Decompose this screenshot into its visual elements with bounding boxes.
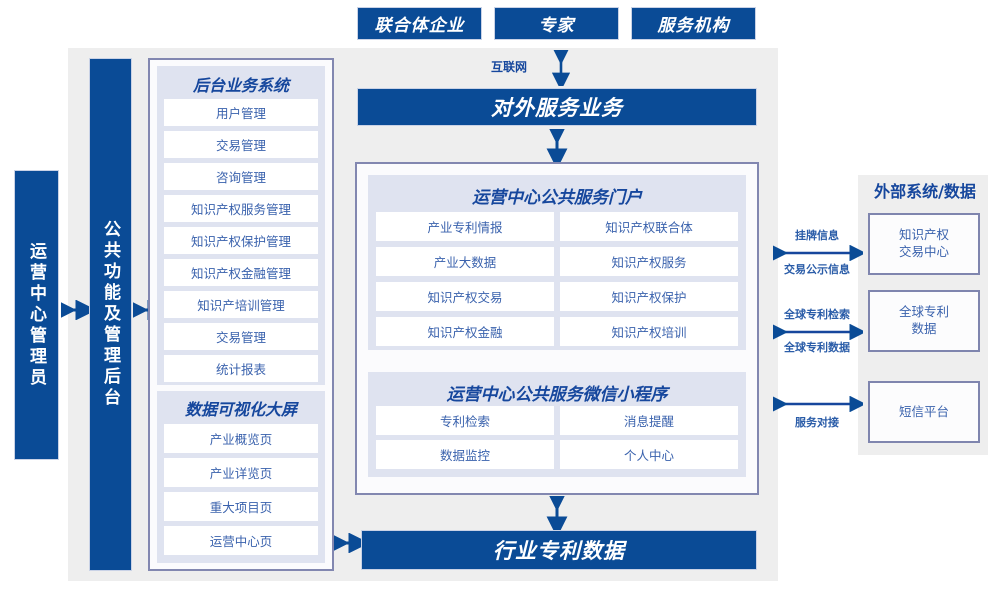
- backend-item-8[interactable]: 统计报表: [164, 355, 318, 382]
- connector-0-label-below: 交易公示信息: [784, 263, 850, 276]
- miniprogram-title: 运营中心公共服务微信小程序: [446, 385, 668, 405]
- miniprogram-item-3[interactable]: 个人中心: [560, 440, 738, 469]
- role-bar-common-admin: 公共功能及管理后台: [89, 58, 132, 571]
- actor-box-2: 服务机构: [631, 7, 756, 40]
- visual-item-3[interactable]: 运营中心页: [164, 526, 318, 555]
- industry-data-bar: 行业专利数据: [361, 530, 757, 570]
- portal-item-3[interactable]: 知识产权服务: [560, 247, 738, 276]
- internet-label: 互联网: [491, 60, 528, 74]
- portal-item-1[interactable]: 知识产权联合体: [560, 212, 738, 241]
- connector-1-arrow: [773, 324, 863, 340]
- role-bar-operator: 运营中心管理员: [14, 170, 59, 460]
- backend-item-4[interactable]: 知识产权保护管理: [164, 227, 318, 254]
- visual-item-1[interactable]: 产业详览页: [164, 458, 318, 487]
- backend-item-2[interactable]: 咨询管理: [164, 163, 318, 190]
- external-box-1[interactable]: 全球专利 数据: [868, 290, 980, 352]
- portal-item-6[interactable]: 知识产权金融: [376, 317, 554, 346]
- actor-box-0: 联合体企业: [357, 7, 482, 40]
- visual-item-2[interactable]: 重大项目页: [164, 492, 318, 521]
- external-box-2-label: 短信平台: [898, 403, 949, 419]
- miniprogram-item-1[interactable]: 消息提醒: [560, 406, 738, 435]
- backend-item-7[interactable]: 交易管理: [164, 323, 318, 350]
- actor-box-1: 专家: [494, 7, 619, 40]
- backend-system-title: 后台业务系统: [192, 76, 289, 95]
- backend-item-5[interactable]: 知识产权金融管理: [164, 259, 318, 286]
- portal-item-0[interactable]: 产业专利情报: [376, 212, 554, 241]
- external-box-2[interactable]: 短信平台: [868, 381, 980, 443]
- miniprogram-item-2[interactable]: 数据监控: [376, 440, 554, 469]
- portal-title: 运营中心公共服务门户: [472, 188, 642, 208]
- external-box-1-label: 全球专利 数据: [898, 304, 949, 336]
- backend-item-1[interactable]: 交易管理: [164, 131, 318, 158]
- connector-0-label-above: 挂牌信息: [795, 229, 839, 242]
- visual-screen-title: 数据可视化大屏: [184, 400, 297, 419]
- connector-2-arrow: [773, 396, 863, 412]
- external-box-0[interactable]: 知识产权 交易中心: [868, 213, 980, 275]
- portal-item-4[interactable]: 知识产权交易: [376, 282, 554, 311]
- external-title: 外部系统/数据: [874, 182, 976, 201]
- connector-1-label-above: 全球专利检索: [784, 308, 850, 321]
- backend-item-0[interactable]: 用户管理: [164, 99, 318, 126]
- visual-item-0[interactable]: 产业概览页: [164, 424, 318, 453]
- portal-item-5[interactable]: 知识产权保护: [560, 282, 738, 311]
- connector-0-arrow: [773, 245, 863, 261]
- backend-item-3[interactable]: 知识产权服务管理: [164, 195, 318, 222]
- external-box-0-label: 知识产权 交易中心: [898, 227, 949, 259]
- connector-1-label-below: 全球专利数据: [784, 341, 850, 354]
- miniprogram-item-0[interactable]: 专利检索: [376, 406, 554, 435]
- portal-item-7[interactable]: 知识产权培训: [560, 317, 738, 346]
- external-service-bar: 对外服务业务: [357, 88, 757, 126]
- backend-item-6[interactable]: 知识产培训管理: [164, 291, 318, 318]
- connector-2-label-below: 服务对接: [795, 416, 839, 429]
- portal-item-2[interactable]: 产业大数据: [376, 247, 554, 276]
